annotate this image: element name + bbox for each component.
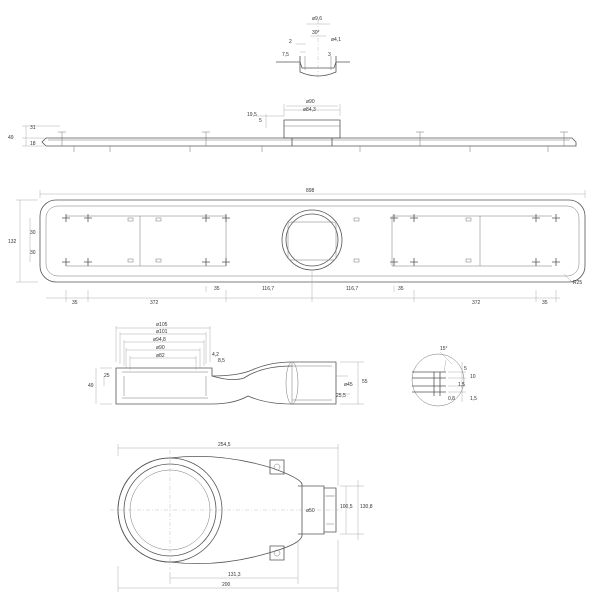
dim-angle-30: 30° bbox=[312, 30, 320, 36]
dim-diameter-105: ø105 bbox=[156, 322, 168, 328]
side-view: 49 31 18 19,5 5 ø90 ø84,3 bbox=[8, 99, 577, 152]
dim-left-30-bottom: 30 bbox=[30, 250, 36, 256]
dim-side-5: 5 bbox=[259, 118, 262, 124]
dim-25-5: 25,5 bbox=[336, 393, 346, 399]
dim-outlet-diameter-45: ø45 bbox=[344, 382, 353, 388]
dim-plan-100-5: 100,5 bbox=[340, 504, 353, 510]
dim-side-49: 49 bbox=[8, 135, 14, 141]
dim-plan-131-3: 131,3 bbox=[228, 572, 241, 578]
dim-seal-1-5-a: 1,5 bbox=[458, 382, 465, 388]
dim-plan-130-8: 130,8 bbox=[360, 504, 373, 510]
dim-seal-0-8: 0,8 bbox=[448, 396, 455, 402]
dim-3: 3 bbox=[328, 52, 331, 58]
dim-side-diameter-84-3: ø84,3 bbox=[303, 107, 316, 113]
seal-detail: 15° 5 10 1,5 0,8 1,5 bbox=[411, 346, 477, 407]
dim-diameter-9-6: ø9,6 bbox=[312, 16, 322, 22]
dim-8-5: 8,5 bbox=[218, 358, 225, 364]
dim-left-30-top: 30 bbox=[30, 230, 36, 236]
dim-diameter-90: ø90 bbox=[156, 345, 165, 351]
dim-height: 132 bbox=[8, 239, 17, 245]
dim-seg-35-b: 35 bbox=[214, 286, 220, 292]
dim-plan-inner-diameter: ø50 bbox=[306, 508, 315, 514]
dim-49: 49 bbox=[88, 383, 94, 389]
dim-seg-35-c: 35 bbox=[398, 286, 404, 292]
dim-plan-200: 200 bbox=[222, 582, 231, 588]
dim-7-5: 7,5 bbox=[282, 52, 289, 58]
dim-seg-35-d: 35 bbox=[542, 300, 548, 306]
dim-seg-372-b: 372 bbox=[472, 300, 481, 306]
dim-55: 55 bbox=[362, 379, 368, 385]
dim-angle-15: 15° bbox=[440, 346, 448, 352]
dim-diameter-82: ø82 bbox=[156, 353, 165, 359]
dim-seg-116-7-a: 116,7 bbox=[262, 286, 274, 292]
dim-side-31: 31 bbox=[30, 125, 36, 131]
dim-seal-1-5-b: 1,5 bbox=[470, 396, 477, 402]
dim-25: 25 bbox=[104, 373, 110, 379]
dim-radius: R25 bbox=[573, 280, 582, 286]
dim-diameter-4-1: ø4,1 bbox=[331, 37, 341, 43]
dim-diameter-101: ø101 bbox=[156, 329, 168, 335]
dim-seal-5: 5 bbox=[464, 366, 467, 372]
dim-side-diameter-90: ø90 bbox=[306, 99, 315, 105]
top-view: 898 132 30 30 R25 35 372 35 116,7 116,7 … bbox=[8, 188, 586, 306]
dim-plan-width: 254,5 bbox=[218, 442, 231, 448]
dim-side-19-5: 19,5 bbox=[247, 112, 257, 118]
dim-overall-length: 898 bbox=[306, 188, 315, 194]
siphon-plan-view: 254,5 ø50 100,5 130,8 131,3 200 bbox=[110, 442, 373, 592]
dim-seg-372-a: 372 bbox=[150, 300, 159, 306]
dim-seal-10: 10 bbox=[470, 374, 476, 380]
siphon-section: ø105 ø101 ø94,8 ø90 ø82 4,2 8,5 25 49 ø4… bbox=[88, 322, 368, 405]
dim-seg-116-7-b: 116,7 bbox=[346, 286, 358, 292]
dim-4-2: 4,2 bbox=[212, 352, 219, 358]
dim-2: 2 bbox=[289, 39, 292, 45]
detail-grate-section: ø9,6 30° ø4,1 2 7,5 3 bbox=[276, 16, 350, 80]
dim-side-18: 18 bbox=[30, 141, 36, 147]
dim-diameter-94-8: ø94,8 bbox=[153, 337, 166, 343]
dim-seg-35-a: 35 bbox=[72, 300, 78, 306]
